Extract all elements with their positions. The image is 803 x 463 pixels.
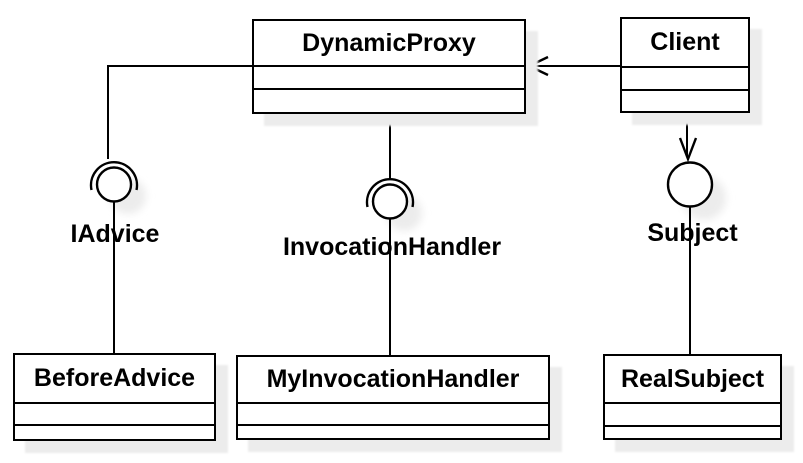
class-title-myinvocationhandler: MyInvocationHandler (266, 365, 520, 393)
connector-dynamicproxy-to-iadvice (107, 65, 252, 159)
class-box-realsubject: RealSubject (603, 354, 782, 440)
invocationhandler-ball (371, 183, 409, 220)
class-box-myinvocationhandler: MyInvocationHandler (236, 355, 550, 440)
class-title-beforeadvice: BeforeAdvice (33, 364, 196, 392)
class-title-dynamicproxy: DynamicProxy (302, 28, 476, 57)
dynamicproxy-attributes-compartment (254, 65, 524, 88)
class-box-dynamicproxy: DynamicProxy (252, 19, 526, 114)
class-title-realsubject: RealSubject (620, 364, 765, 393)
invocationhandler-socket-arc (365, 178, 415, 208)
class-box-beforeadvice: BeforeAdvice (13, 353, 216, 441)
realsubject-attributes-compartment (605, 402, 780, 425)
class-box-client: Client (620, 17, 750, 113)
client-attributes-compartment (622, 66, 748, 89)
realsubject-operations-compartment (605, 425, 780, 438)
beforeadvice-operations-compartment (15, 424, 214, 439)
myinvocationhandler-operations-compartment (238, 424, 548, 438)
iadvice-ball (95, 166, 133, 203)
dynamicproxy-operations-compartment (254, 88, 524, 112)
beforeadvice-attributes-compartment (15, 402, 214, 424)
iadvice-socket-arc (89, 161, 139, 191)
interface-label-subject: Subject (647, 219, 738, 247)
client-operations-compartment (622, 89, 748, 111)
interface-label-invocationhandler: InvocationHandler (282, 233, 502, 261)
subject-ball (666, 161, 714, 208)
arrowhead-client-to-subject (678, 137, 698, 163)
arrowhead-client-to-dynamicproxy (526, 55, 549, 77)
myinvocationhandler-attributes-compartment (238, 402, 548, 424)
interface-label-iadvice: IAdvice (70, 220, 160, 248)
class-title-client: Client (650, 28, 720, 56)
